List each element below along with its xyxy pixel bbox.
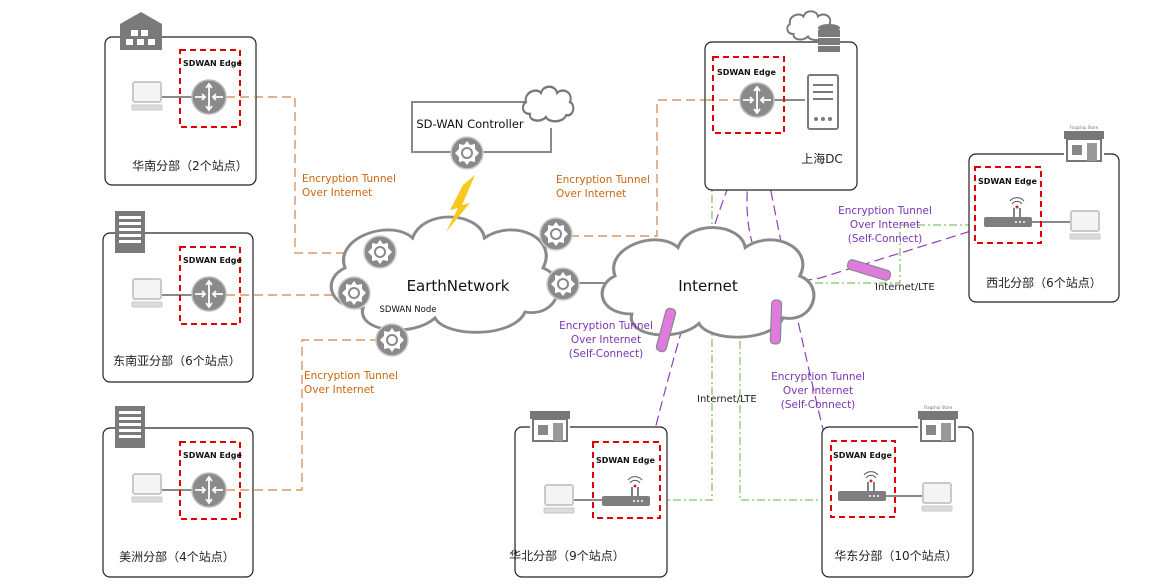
site-label: 华东分部（10个站点） xyxy=(834,548,957,563)
tunnel-label: Over Internet xyxy=(556,188,626,200)
internet-cloud: Internet xyxy=(600,225,816,339)
tunnel-label: Encryption Tunnel xyxy=(302,173,396,185)
warehouse-icon xyxy=(120,12,162,50)
tunnel-label: Encryption Tunnel xyxy=(838,205,932,217)
computer-icon xyxy=(921,482,953,512)
sdwan-edge-label: SDWAN Edge xyxy=(596,456,655,465)
lte-link-northwest xyxy=(815,224,985,284)
computer-icon xyxy=(1069,210,1101,240)
lte-label: Internet/LTE xyxy=(875,282,935,293)
internet-label: Internet xyxy=(678,277,738,295)
tunnel-label: Over Internet xyxy=(850,219,920,231)
site-label: 西北分部（6个站点） xyxy=(986,275,1102,290)
sdwan-node-label: SDWAN Node xyxy=(380,305,437,315)
router-icon[interactable] xyxy=(191,472,227,508)
site-label: 华南分部（2个站点） xyxy=(132,158,248,173)
tunnel-label: (Self-Connect) xyxy=(781,399,856,411)
router-icon[interactable] xyxy=(739,82,775,118)
sdwan-node-icon xyxy=(546,267,580,301)
sdwan-node-icon xyxy=(539,217,573,251)
lte-label: Internet/LTE xyxy=(697,394,757,405)
flagship-store-icon: Flagship Store xyxy=(1063,125,1105,163)
site-southeast-asia xyxy=(102,232,254,383)
site-label: 美洲分部（4个站点） xyxy=(119,549,235,564)
site-label: 上海DC xyxy=(801,151,843,166)
office-building-icon xyxy=(115,211,145,253)
tunnel-label: Over Internet xyxy=(304,384,374,396)
computer-icon xyxy=(543,484,575,514)
tunnel-south-china xyxy=(226,96,365,254)
site-label: 华北分部（9个站点） xyxy=(509,548,625,563)
router-icon[interactable] xyxy=(191,276,227,312)
sdwan-edge-label: SDWAN Edge xyxy=(978,177,1037,186)
tunnel-label: (Self-Connect) xyxy=(848,233,923,245)
tunnel-pipe-icon xyxy=(769,299,783,345)
orange-tunnel-labels: Encryption Tunnel Over Internet Encrypti… xyxy=(302,173,650,396)
cloud-database-icon xyxy=(786,10,840,52)
sdwan-node-icon xyxy=(337,276,371,310)
site-north-china xyxy=(514,426,668,578)
tunnel-label: Encryption Tunnel xyxy=(556,174,650,186)
sdwan-edge-label: SDWAN Edge xyxy=(183,59,242,68)
server-icon xyxy=(807,74,839,130)
purple-tunnel-labels: Encryption Tunnel Over Internet (Self-Co… xyxy=(559,205,932,411)
controller-gear-icon xyxy=(450,136,484,170)
sdwan-edge-label: SDWAN Edge xyxy=(183,451,242,460)
sdwan-edge-label: SDWAN Edge xyxy=(717,68,776,77)
office-building-icon xyxy=(115,406,145,448)
earthnetwork-cloud: EarthNetwork SDWAN Node xyxy=(329,215,560,334)
tunnel-label: Encryption Tunnel xyxy=(304,370,398,382)
earthnetwork-label: EarthNetwork xyxy=(407,277,510,295)
computer-icon xyxy=(131,81,163,111)
tunnel-label: Over Internet xyxy=(783,385,853,397)
tunnel-label: (Self-Connect) xyxy=(569,348,644,360)
router-icon[interactable] xyxy=(191,79,227,115)
tunnel-label: Encryption Tunnel xyxy=(559,320,653,332)
svg-text:Flagship Store: Flagship Store xyxy=(924,405,953,410)
site-east-china xyxy=(821,426,974,578)
site-label: 东南亚分部（6个站点） xyxy=(113,353,241,368)
computer-icon xyxy=(131,278,163,308)
svg-text:Flagship Store: Flagship Store xyxy=(1070,125,1099,130)
lightning-icon xyxy=(446,175,475,232)
tunnel-shanghai-dc xyxy=(542,99,740,237)
lte-link-east-china xyxy=(739,325,832,501)
tunnel-label: Over Internet xyxy=(571,334,641,346)
sdwan-edge-label: SDWAN Edge xyxy=(183,256,242,265)
sdwan-edge-label: SDWAN Edge xyxy=(833,451,892,460)
site-americas xyxy=(102,427,254,578)
tunnel-label: Over Internet xyxy=(302,187,372,199)
tunnel-label: Encryption Tunnel xyxy=(771,371,865,383)
store-icon xyxy=(529,410,571,443)
sdwan-node-icon xyxy=(375,323,409,357)
sdwan-edge-boxes xyxy=(179,49,1042,520)
sdwan-node-icon xyxy=(363,235,397,269)
controller-label: SD-WAN Controller xyxy=(416,117,524,131)
site-northwest xyxy=(968,153,1120,303)
sdwan-controller[interactable]: SD-WAN Controller xyxy=(411,85,575,170)
flagship-store-icon: Flagship Store xyxy=(917,405,959,443)
computer-icon xyxy=(131,473,163,503)
